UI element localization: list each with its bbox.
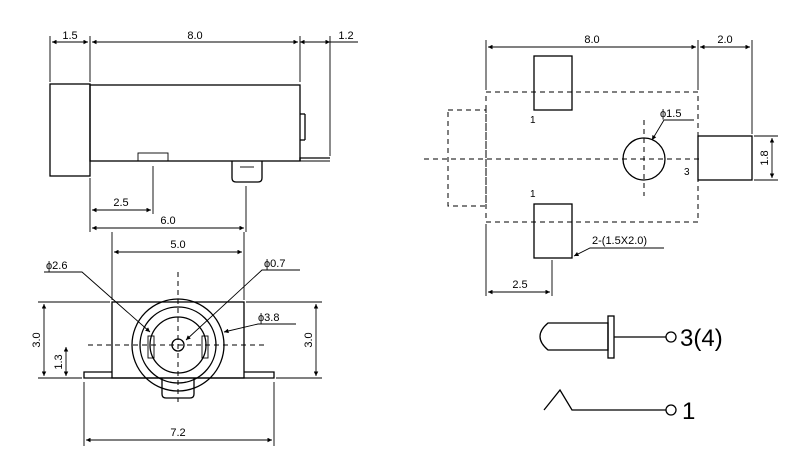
front-dim-center: 1.3: [53, 354, 65, 369]
side-view-pin-foot: [231, 161, 263, 183]
footprint-pin-bottom: 1: [530, 189, 536, 200]
schematic-terminal-upper: [665, 331, 677, 343]
footprint-pad-note: 2-(1.5X2.0): [592, 235, 647, 247]
side-dim-pin-a: 2.5: [113, 197, 128, 209]
front-dim-phi-ring: ϕ3.8: [258, 312, 279, 324]
footprint-dim-pad-h: 1.8: [759, 150, 771, 165]
footprint-dim-bottom: 2.5: [512, 279, 527, 291]
front-dim-height-right: 3.0: [303, 332, 315, 347]
schematic-terminal-lower: [665, 404, 677, 416]
side-dim-left: 1.5: [62, 30, 77, 42]
schematic-label-upper: 3(4): [680, 325, 723, 352]
front-view: 5.0 ϕ2.6 ϕ0.7 ϕ3.8 3.0 1.3 3.0 7.2: [31, 232, 322, 446]
schematic-plug: [539, 322, 609, 351]
footprint-pad-top: [533, 55, 573, 111]
footprint-dim-top: 8.0: [584, 34, 599, 46]
side-view: 1.5 8.0 1.2 2.5 6.0: [49, 30, 358, 232]
front-dim-phi-pin: ϕ0.7: [264, 258, 285, 270]
side-dim-pin-b: 6.0: [160, 215, 175, 227]
side-dim-body: 8.0: [187, 30, 202, 42]
front-dim-height-left: 3.0: [31, 332, 43, 347]
schematic-spring-contact: [543, 388, 666, 411]
schematic-symbol: 3(4) 1: [539, 315, 723, 425]
footprint-hole: [622, 137, 666, 181]
side-dim-right: 1.2: [338, 30, 353, 42]
footprint-pad-bottom: [533, 203, 573, 259]
footprint-pin-top: 1: [530, 115, 536, 126]
side-view-flange: [49, 83, 91, 177]
front-dim-phi-outer: ϕ2.6: [46, 260, 67, 272]
footprint-pad-right: [697, 135, 753, 181]
front-dim-width: 7.2: [170, 427, 185, 439]
footprint-dim-hole: ϕ1.5: [660, 108, 681, 120]
side-view-body: [89, 84, 301, 162]
front-dim-top: 5.0: [170, 239, 185, 251]
footprint-flange-outline: [447, 109, 487, 207]
footprint-pin-right: 3: [684, 167, 690, 178]
pcb-footprint: 8.0 2.0 ϕ1.5 1.8 1 1 3 2-(1.5X2.0) 2.5: [424, 34, 778, 296]
front-view-tabs: [83, 371, 275, 379]
schematic-label-lower: 1: [682, 398, 695, 425]
footprint-dim-right: 2.0: [717, 34, 732, 46]
side-view-pin-tab: [137, 152, 169, 162]
